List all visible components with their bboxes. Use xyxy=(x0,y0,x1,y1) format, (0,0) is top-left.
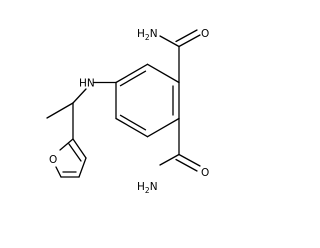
amide-group-top: H2N O xyxy=(137,28,209,84)
furan-bond xyxy=(72,138,87,159)
ring-bond-inner xyxy=(119,114,147,131)
ring-bond xyxy=(115,63,149,84)
amine-linker: HN xyxy=(46,78,117,140)
ch-to-methyl-bond xyxy=(46,102,74,119)
amide-nitrogen-label: H2N xyxy=(137,181,158,195)
carbonyl-oxygen-label: O xyxy=(201,167,209,179)
ring-bond xyxy=(146,63,180,84)
carbon-nitrogen-bond xyxy=(159,35,180,48)
amide-nitrogen-label: H2N xyxy=(137,28,158,42)
carbonyl-double-bond xyxy=(175,158,198,172)
carbonyl-oxygen-label: O xyxy=(201,28,209,40)
carbonyl-double-bond xyxy=(175,29,198,43)
amide-group-bottom: H2N O xyxy=(137,117,209,195)
furan-bond xyxy=(78,157,87,178)
amine-nh-label: HN xyxy=(79,78,95,90)
furan-bond xyxy=(59,138,74,151)
chemical-structure: H2N O H2N O HN O xyxy=(46,28,209,195)
ring-bond-inner xyxy=(119,70,147,87)
furan-bond-inner xyxy=(68,143,82,162)
ring-bond xyxy=(146,117,180,138)
furan-oxygen-label: O xyxy=(49,154,57,166)
nitrogen-to-ch-bond xyxy=(72,88,87,104)
carbonyl-double-bond xyxy=(178,153,201,167)
furan-bond xyxy=(55,166,62,178)
carbonyl-double-bond xyxy=(178,34,201,48)
benzene-ring xyxy=(115,63,180,138)
ring-bond xyxy=(115,117,149,138)
carbon-nitrogen-bond xyxy=(159,153,180,166)
furan-ring: O xyxy=(49,138,87,178)
